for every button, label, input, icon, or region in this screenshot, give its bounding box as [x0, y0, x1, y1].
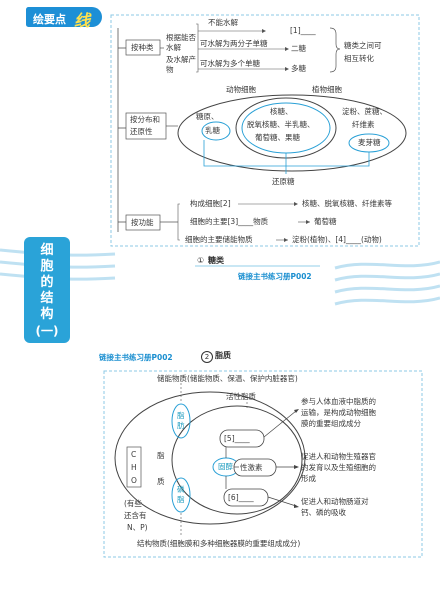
side-char: 结 — [40, 291, 54, 306]
chapter-side-band — [24, 237, 70, 343]
animal-only-sugars: 糖原、 — [196, 112, 219, 121]
sugar-row-cond: 可水解为两分子单糖 — [200, 39, 268, 48]
fat-label: 脂肪 — [177, 411, 185, 430]
sugar-caption-number: ① — [197, 256, 205, 265]
element-c: C — [131, 450, 137, 459]
sugar-criteria: 根据能否水解 — [166, 33, 196, 52]
function-result: 核糖、脱氧核糖、纤维素等 — [302, 199, 392, 208]
plant-only-sugars: 淀粉、蔗糖、 — [342, 107, 387, 116]
note-vitamin-d: 促进人和动物肠道对 — [301, 497, 369, 506]
function-cond: 构成细胞[2] — [190, 199, 231, 208]
sugar-row-result: 多糖 — [291, 64, 306, 73]
sugar-transform-note: 相互转化 — [344, 54, 374, 63]
sugar-transform-note: 糖类之间可 — [344, 41, 382, 50]
maltose-label: 麦芽糖 — [358, 138, 381, 147]
lipid-structure-label: 结构物质(细胞膜和多种细胞器膜的重要组成成分) — [137, 539, 301, 548]
section-badge: 绘要点 线 — [26, 7, 102, 30]
lipid-storage-label: 储能物质(储能物质、保温、保护内脏器官) — [157, 374, 298, 383]
plant-cell-label: 植物细胞 — [312, 85, 342, 94]
sugar-row-cond: 不能水解 — [208, 18, 238, 27]
function-result: 葡萄糖 — [314, 217, 337, 226]
element-o: O — [131, 476, 137, 485]
shared-sugars: 葡萄糖、果糖 — [255, 133, 300, 142]
sugar-distribution-label: 按分布和 — [130, 115, 160, 124]
lipid-big-label: 脂 — [157, 451, 165, 460]
function-cond: 细胞的主要储能物质 — [185, 235, 253, 244]
sugar-classify-label: 按种类 — [131, 43, 154, 52]
note-cholesterol: 参与人体血液中脂质的 — [301, 397, 376, 406]
function-cond: 细胞的主要[3]____物质 — [190, 217, 269, 226]
animal-cell-label: 动物细胞 — [226, 85, 256, 94]
sugar-row-result: 二糖 — [291, 44, 306, 53]
sugar-function-label: 按功能 — [131, 218, 154, 227]
note-sex-hormone: 的发育以及生殖细胞的 — [301, 463, 376, 472]
badge-accent: 线 — [74, 11, 91, 30]
note-vitamin-d: 钙、磷的吸收 — [301, 508, 346, 517]
sterol-label: 固醇 — [218, 462, 233, 471]
badge-text: 绘要点 — [33, 13, 66, 26]
side-char: (一) — [35, 324, 59, 338]
sugar-caption: 糖类 — [208, 256, 224, 265]
sugar-row-cond: 可水解为多个单糖 — [200, 59, 260, 68]
lipid-slot-6: [6]____ — [228, 493, 254, 502]
lipid-slot-sex-hormone: 性激素 — [240, 463, 263, 472]
side-char: 胞 — [40, 259, 54, 274]
function-result: 淀粉(植物)、[4]____(动物) — [292, 235, 382, 244]
sugar-workbook-link[interactable]: 链接主书练习册P002 — [238, 272, 312, 281]
note-sex-hormone: 形成 — [301, 474, 316, 483]
note-cholesterol: 膜的重要组成成分 — [301, 419, 361, 428]
sugar-row-result: [1]____ — [290, 26, 316, 35]
chapter-side-title: 细 胞 的 结 构 (一) — [24, 243, 70, 339]
lipid-active-label: 活性脂质 — [226, 392, 256, 401]
note-cholesterol: 运输，是构成动物细胞 — [301, 408, 376, 417]
animal-only-sugars: 乳糖 — [205, 126, 220, 135]
sugar-distribution-label: 还原性 — [130, 127, 153, 136]
lipid-big-label: 质 — [157, 477, 165, 486]
lipid-also-note: N、P) — [127, 523, 148, 532]
element-h: H — [131, 463, 137, 472]
shared-sugars: 核糖、 — [270, 107, 293, 116]
note-sex-hormone: 促进人和动物生殖器官 — [301, 452, 376, 461]
side-char: 构 — [40, 307, 54, 322]
lipid-caption-number: 2 — [201, 351, 213, 363]
lipid-also-note: 还含有 — [124, 511, 147, 520]
side-char: 细 — [40, 243, 54, 258]
lipid-slot-5: [5]____ — [224, 434, 250, 443]
lipid-caption: 脂质 — [215, 351, 231, 360]
lipid-also-note: (有些 — [124, 499, 142, 508]
plant-only-sugars: 纤维素 — [352, 120, 375, 129]
shared-sugars: 脱氧核糖、半乳糖、 — [247, 120, 315, 129]
phospholipid-label: 磷脂 — [177, 485, 185, 504]
reducing-sugar-label: 还原糖 — [272, 177, 295, 186]
lipid-workbook-link[interactable]: 链接主书练习册P002 — [99, 353, 173, 362]
side-char: 的 — [40, 275, 54, 290]
sugar-criteria: 及水解产物 — [166, 55, 196, 74]
